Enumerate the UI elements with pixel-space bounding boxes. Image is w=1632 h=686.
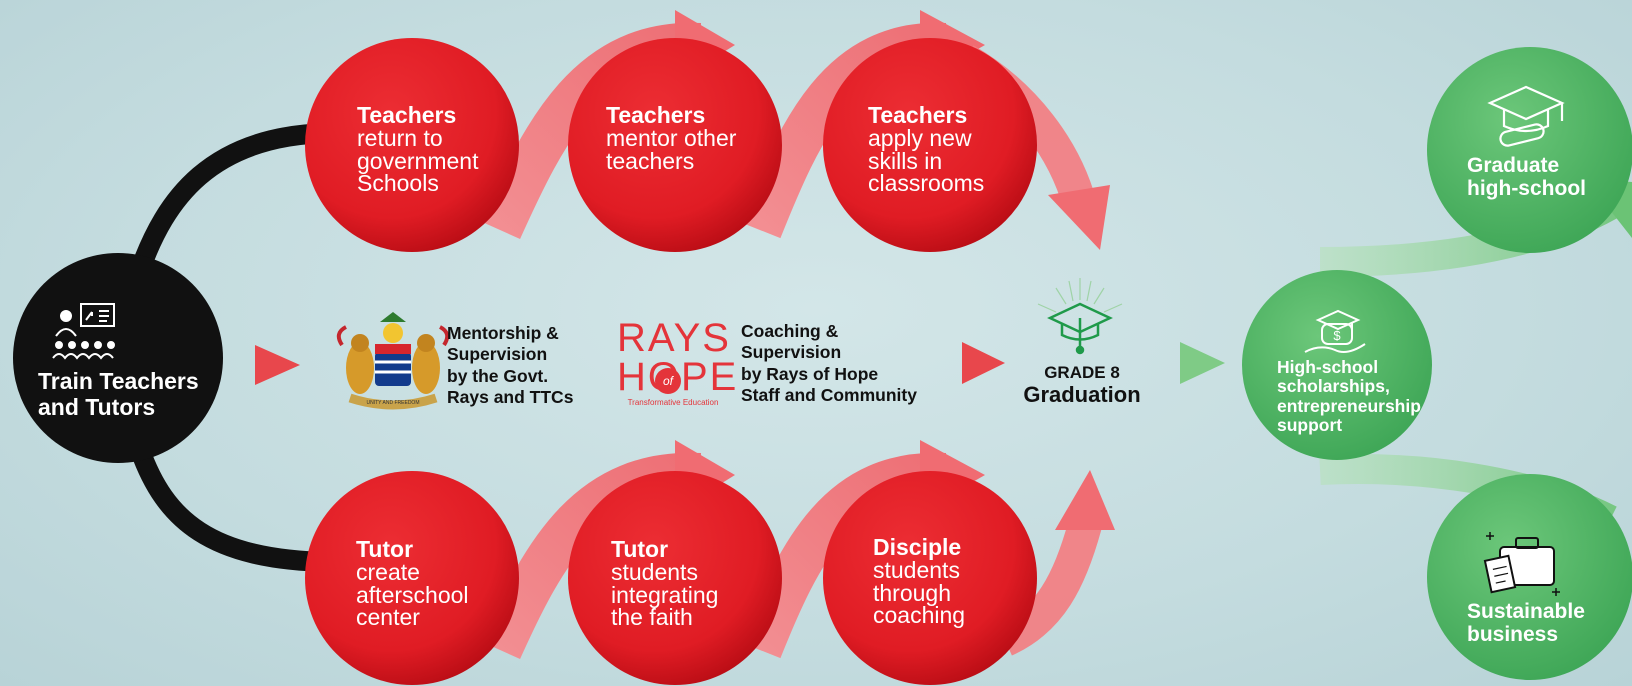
triangle-arrow-1 xyxy=(255,345,300,385)
mortarboard-diploma-icon xyxy=(1487,85,1565,147)
govt-line4: Rays and TTCs xyxy=(447,387,574,408)
business-line2: business xyxy=(1467,623,1559,647)
start-label-line2: and Tutors xyxy=(38,394,156,421)
logo-tagline: Transformative Education xyxy=(627,398,719,407)
top-step-3-line3: classrooms xyxy=(868,170,985,197)
grade8-line2: Graduation xyxy=(1023,382,1141,407)
top-step-3-line1: apply new xyxy=(868,125,972,151)
scholarship-line1: High-school xyxy=(1277,357,1379,377)
rays-of-hope-logo: RAYS HOPE of Transformative Education xyxy=(617,316,736,407)
top-step-1-line2: government xyxy=(357,147,479,174)
classroom-teacher-icon xyxy=(52,303,115,360)
top-step-3-line2: skills in xyxy=(868,147,943,174)
top-step-2-line2: teachers xyxy=(606,147,695,174)
rays-line2: Supervision xyxy=(741,342,842,363)
top-step-1-text: Teachers return to government Schools xyxy=(357,104,478,195)
top-step-3-text: Teachers apply new skills in classrooms xyxy=(868,104,984,195)
malawi-coat-of-arms-icon xyxy=(336,312,450,410)
top-step-1-line1: return to xyxy=(357,125,443,151)
govt-line3: by the Govt. xyxy=(447,365,549,386)
graduate-circle xyxy=(1427,47,1632,253)
scholarship-line4: support xyxy=(1277,414,1343,435)
top-step-3-title: Teachers xyxy=(868,102,968,128)
grade8-line1: GRADE 8 xyxy=(1044,363,1120,382)
top-step-2-text: Teachers mentor other teachers xyxy=(606,104,736,172)
bottom-step-3-line3: coaching xyxy=(873,602,966,629)
triangle-arrow-2 xyxy=(962,342,1005,384)
scholarship-hand-icon: $ xyxy=(1304,309,1366,353)
govt-line2: Supervision xyxy=(447,344,548,365)
top-step-2-title: Teachers xyxy=(606,102,706,128)
graduation-cap-icon xyxy=(1037,278,1123,355)
svg-text:$: $ xyxy=(1333,328,1341,343)
bottom-step-1-text: Tutor create afterschool center xyxy=(356,538,469,629)
scholarship-circle xyxy=(1242,270,1432,460)
bottom-step-1-line3: center xyxy=(356,604,420,631)
briefcase-document-icon xyxy=(1483,532,1560,596)
bottom-step-2-line1: students xyxy=(611,559,698,585)
business-line1: Sustainable xyxy=(1467,600,1585,623)
govt-line1: Mentorship & xyxy=(447,323,559,343)
start-label-line1: Train Teachers xyxy=(38,368,199,394)
top-step-1-line3: Schools xyxy=(357,170,439,197)
scholarship-line2: scholarships, xyxy=(1277,376,1390,397)
bottom-step-2-text: Tutor students integrating the faith xyxy=(611,538,718,629)
start-node xyxy=(13,253,223,463)
govt-mentorship-text: Mentorship & Supervision by the Govt. Ra… xyxy=(447,323,573,408)
scholarship-text: High-school scholarships, entrepreneursh… xyxy=(1277,357,1421,435)
logo-of: of xyxy=(655,368,681,394)
bottom-step-2-line2: integrating xyxy=(611,581,719,608)
arrowhead-bottom-3 xyxy=(1055,470,1115,530)
bottom-step-2-circle xyxy=(568,471,782,685)
top-step-3-circle xyxy=(823,38,1037,252)
bottom-step-3-text: Disciple students through coaching xyxy=(873,536,965,627)
logo-rays: RAYS xyxy=(617,316,731,360)
bottom-step-3-circle xyxy=(823,471,1037,685)
bottom-step-1-circle xyxy=(305,471,519,685)
bottom-step-3-title: Disciple xyxy=(873,534,962,560)
rays-line1: Coaching & xyxy=(741,321,839,341)
bottom-step-3-line1: students xyxy=(873,557,960,583)
triangle-arrow-green xyxy=(1180,342,1225,384)
graduate-text: Graduate high-school xyxy=(1467,154,1586,200)
top-step-1-title: Teachers xyxy=(357,102,457,128)
arrowhead-top-3 xyxy=(1048,185,1110,250)
grade8-label: GRADE 8 Graduation xyxy=(1012,364,1152,406)
top-step-2-line1: mentor other xyxy=(606,125,737,151)
scholarship-line3: entrepreneurship xyxy=(1277,395,1421,416)
bottom-step-2-title: Tutor xyxy=(611,536,669,562)
rays-line3: by Rays of Hope xyxy=(741,363,879,384)
coat-of-arms-motto: UNITY AND FREEDOM xyxy=(367,400,420,406)
connector-bottom-arc xyxy=(130,446,331,572)
connector-top-arc xyxy=(130,123,331,274)
bottom-step-1-line1: create xyxy=(356,559,420,585)
bottom-step-1-title: Tutor xyxy=(356,536,414,562)
bottom-step-3-line2: through xyxy=(873,579,952,606)
graduate-line2: high-school xyxy=(1467,177,1586,201)
rays-coaching-text: Coaching & Supervision by Rays of Hope S… xyxy=(741,321,917,406)
start-label: Train Teachers and Tutors xyxy=(38,368,199,421)
business-text: Sustainable business xyxy=(1467,600,1585,646)
top-step-1-circle xyxy=(305,38,519,252)
top-step-2-circle xyxy=(568,38,782,252)
graduate-line1: Graduate xyxy=(1467,154,1560,177)
rays-line4: Staff and Community xyxy=(741,385,917,406)
bottom-step-1-line2: afterschool xyxy=(356,581,469,608)
bottom-step-2-line3: the faith xyxy=(611,604,693,631)
